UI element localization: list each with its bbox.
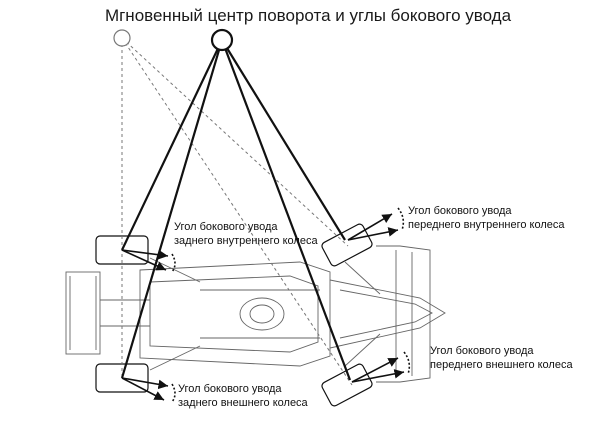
car-outline [65,245,446,383]
dashed-geometry-lines [121,37,353,386]
label-rear-outer: Угол бокового увода заднего внешнего кол… [178,383,308,409]
slip-arrows [121,207,411,403]
label-front-outer: Угол бокового увода переднего внешнего к… [430,345,573,371]
diagram-title: Мгновенный центр поворота и углы боковог… [104,6,512,25]
instant-center-marker [210,28,234,52]
geometric-center-marker [113,29,131,47]
label-rear-inner: Угол бокового увода заднего внутреннего … [174,221,318,247]
label-front-inner: Угол бокового увода переднего внутреннег… [408,205,565,231]
instant-center-lines [120,39,352,381]
